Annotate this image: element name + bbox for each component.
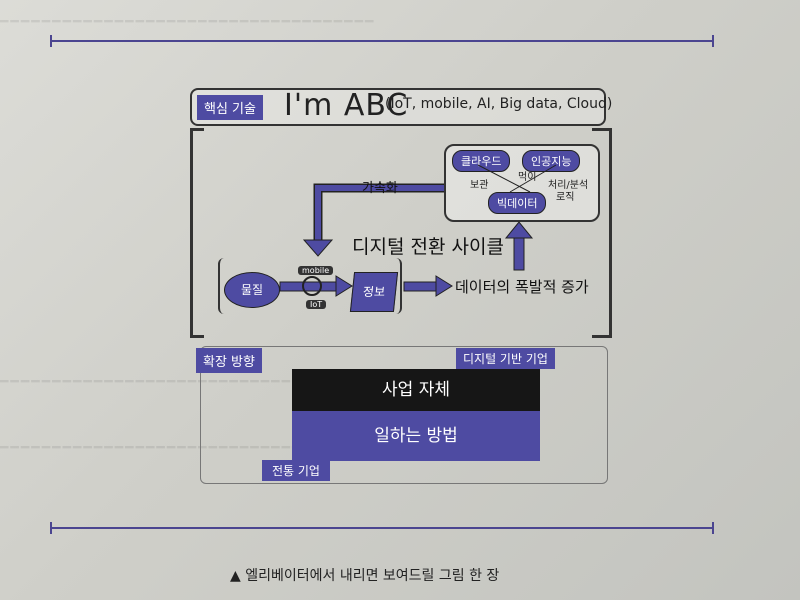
outer-bracket (190, 128, 612, 338)
storage-label: 보관 (470, 180, 489, 191)
accelerate-label: 가속화 (362, 181, 398, 196)
traditional-tag: 전통 기업 (262, 460, 330, 481)
ghost-text: ━━━━━━━━━━━━━━━━━━━━━━━━━━━━━━━━━━━━ (0, 440, 376, 456)
brand-title: I'm ABC (284, 88, 409, 123)
up-arrow-head (504, 221, 534, 239)
work-band: 일하는 방법 (292, 411, 540, 461)
explosion-label: 데이터의 폭발적 증가 (455, 278, 589, 296)
business-band: 사업 자체 (292, 369, 540, 411)
accelerate-arrow (315, 185, 444, 242)
figure-caption: ▲ 엘리베이터에서 내리면 보여드릴 그림 한 장 (230, 568, 500, 584)
cycle-label: 디지털 전환 사이클 (352, 236, 504, 258)
brand-subtitle: (IoT, mobile, AI, Big data, Cloud) (385, 96, 613, 112)
ghost-text: ━━━━━━━━━━━━━━━━━━━━━━━━━━━━━━━━━━━━ (0, 14, 376, 30)
up-arrow-shaft (513, 235, 525, 271)
top-rule (50, 35, 714, 47)
accelerate-arrowhead (302, 239, 334, 257)
expansion-box (200, 346, 608, 484)
bigdata-pill: 빅데이터 (488, 192, 547, 214)
cross-line (477, 164, 531, 193)
mobile-tag: mobile (298, 266, 334, 275)
matter-blob: 물질 (224, 272, 280, 308)
cycle-circle (302, 276, 322, 296)
cross-line (509, 164, 557, 193)
bracket-corner (190, 335, 204, 338)
matter-info-head (335, 275, 353, 297)
logic-label: 로직 (556, 192, 575, 203)
explosion-arrow-shaft (403, 281, 439, 292)
bracket-corner (190, 128, 204, 131)
ghost-text: ━━━━━━━━━━━━━━━━━━━━━━━━━━━━━━━━━━━━ (0, 374, 376, 390)
expansion-tag: 확장 방향 (196, 348, 262, 373)
core-tech-tag: 핵심 기술 (197, 95, 263, 120)
process-label: 처리/분석 (548, 180, 589, 191)
bottom-rule (50, 522, 714, 534)
explosion-arrow-head (435, 275, 453, 297)
feed-label: 먹이 (518, 172, 537, 183)
digital-native-tag: 디지털 기반 기업 (456, 348, 555, 369)
cloud-pill: 클라우드 (452, 150, 511, 172)
iot-tag: IoT (306, 300, 327, 309)
bracket-corner (592, 335, 609, 338)
info-card: 정보 (349, 272, 399, 312)
ai-pill: 인공지능 (522, 150, 581, 172)
bracket-corner (592, 128, 609, 131)
inner-bracket (218, 258, 402, 314)
